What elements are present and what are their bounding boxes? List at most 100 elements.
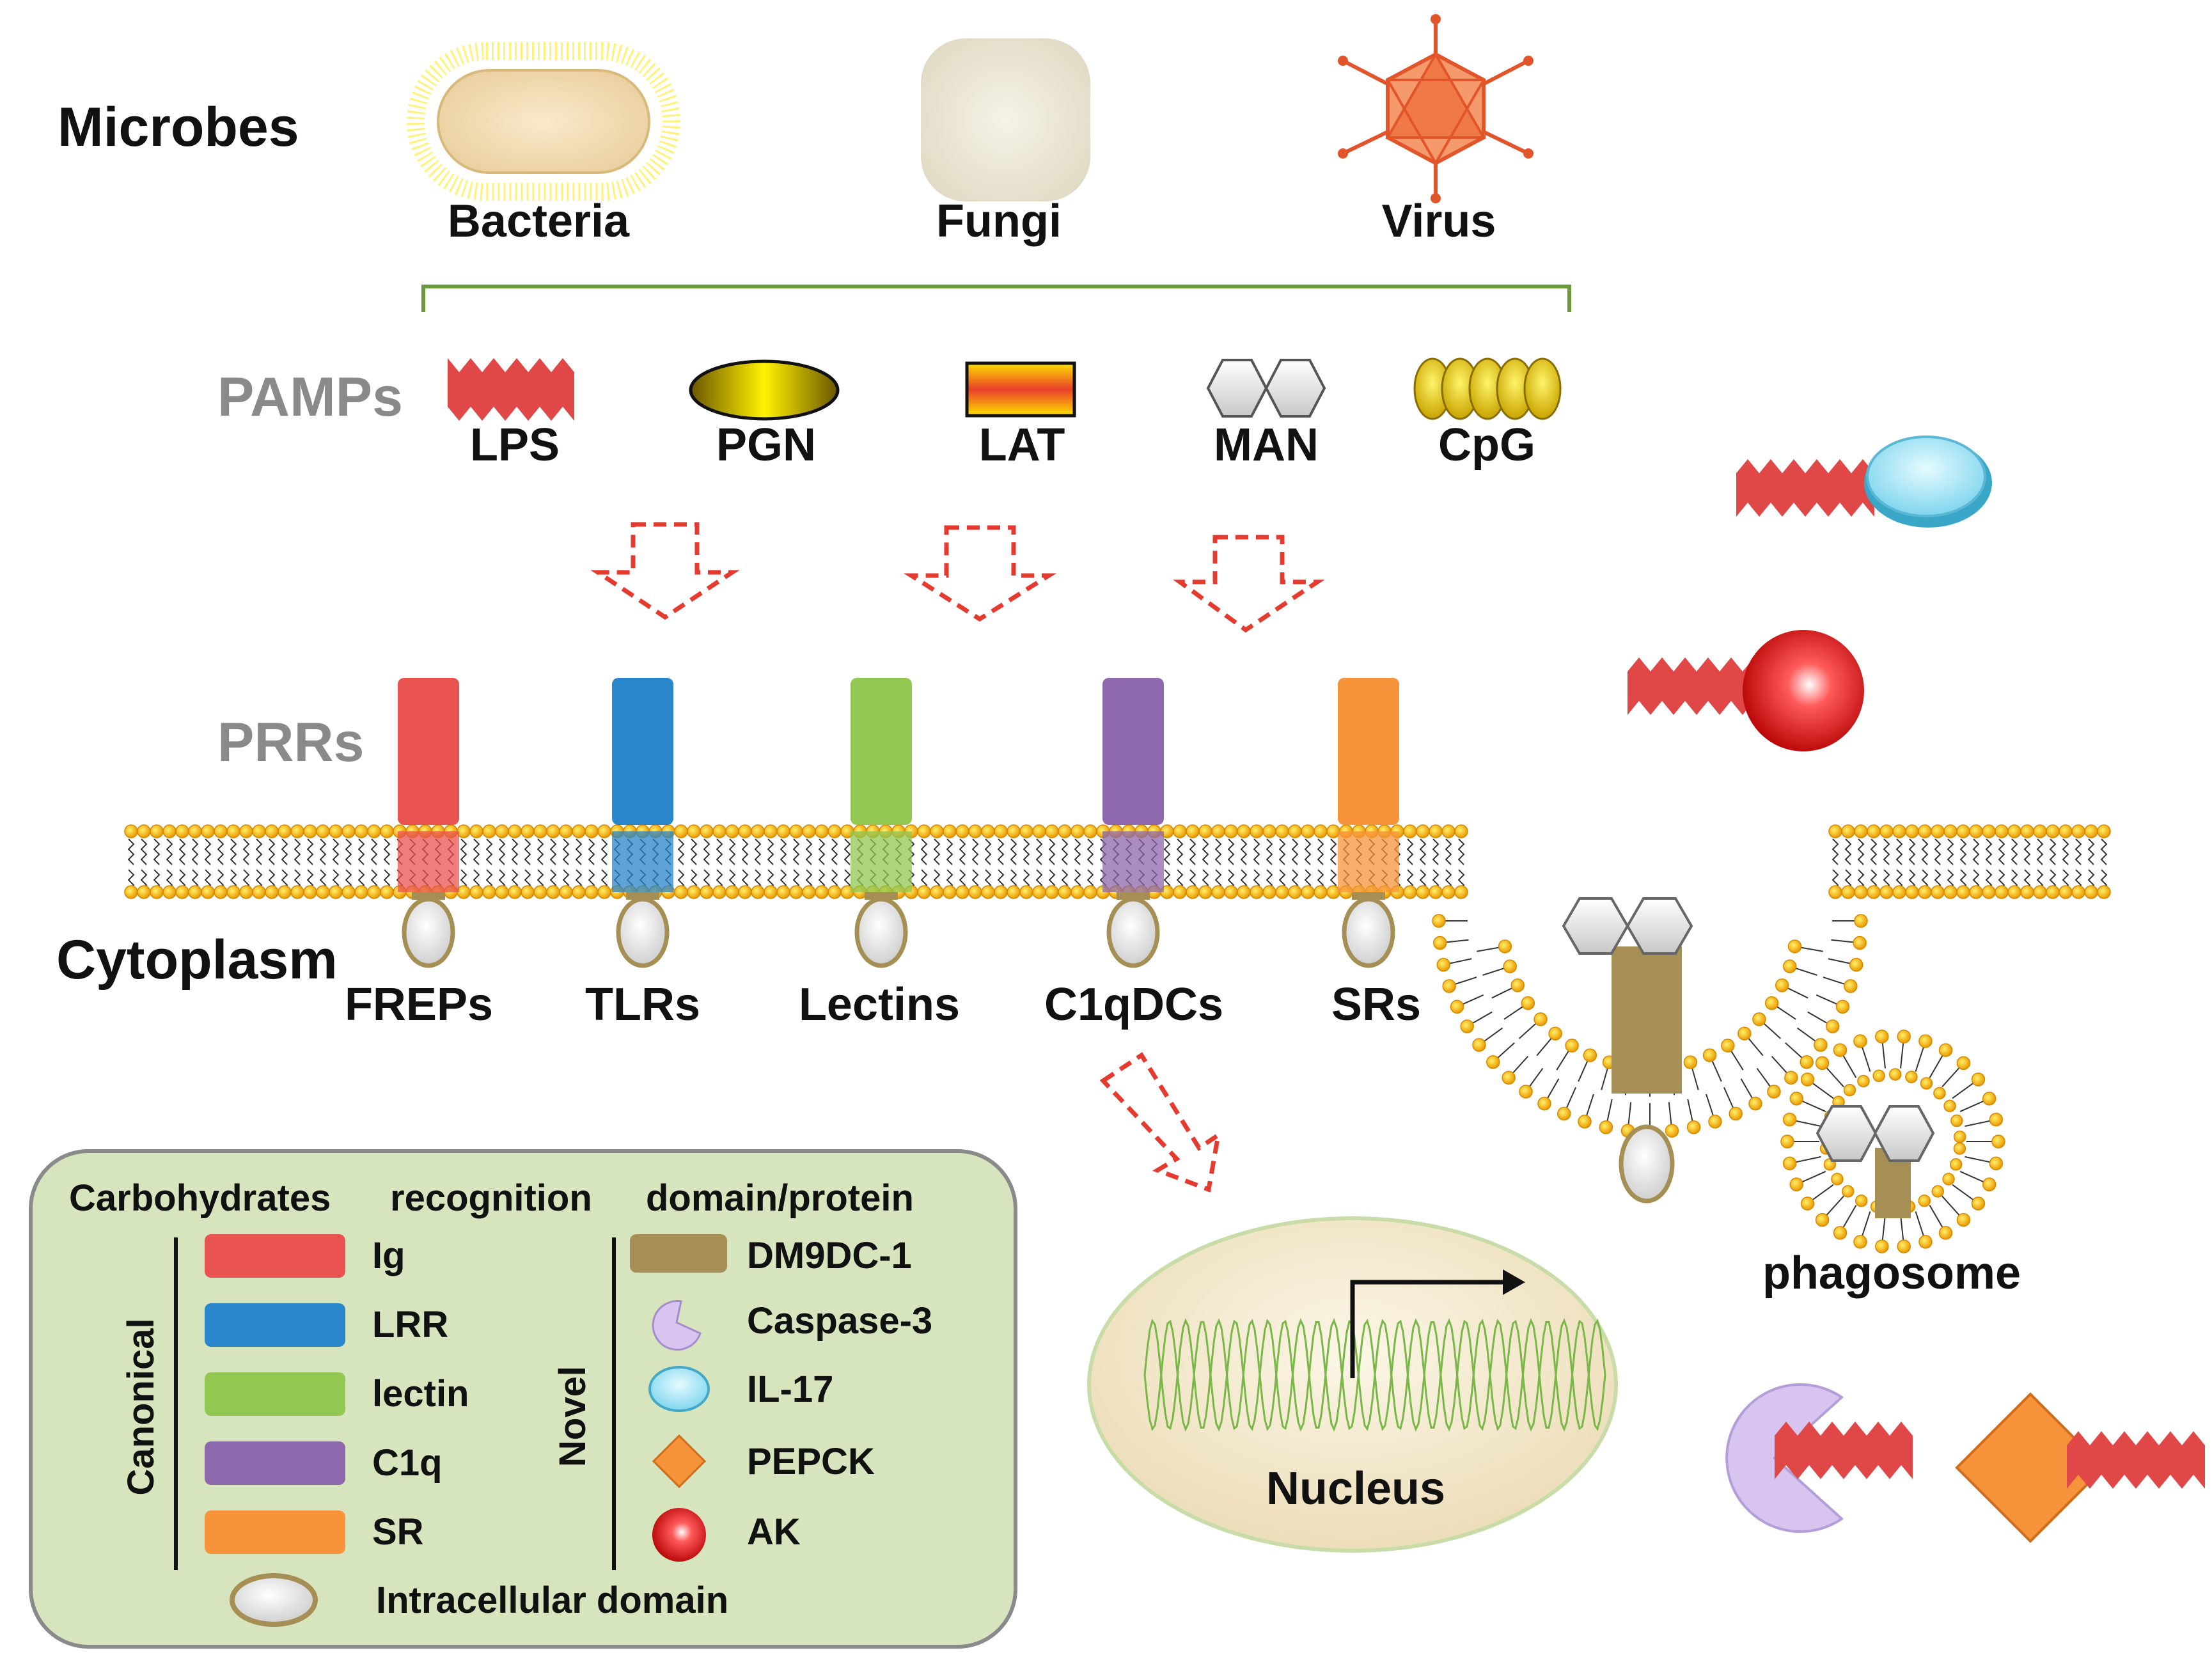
lipid-head [214,885,228,899]
microbes-label: Microbes [58,97,299,158]
lipid-tail [1317,838,1324,865]
lipid-head [1789,1092,1804,1106]
lipid-tail [1895,838,1903,865]
lipid-head [815,824,829,838]
lipid-head [1841,885,1855,899]
lipid-head [1237,885,1251,899]
lipid-head [1828,885,1842,899]
lipid-tail [319,838,327,865]
down-arrow-1 [590,522,740,620]
lipid-head [1186,824,1200,838]
lipid-head [1953,1130,1966,1143]
receptor-label-freps: FREPs [345,979,493,1030]
lipid-head [1032,885,1046,899]
lipid-head [1854,914,1868,928]
lipid-head [802,824,816,838]
lipid-tail [920,838,928,865]
lipid-head [1441,885,1455,899]
legend-canonical-swatches [205,1234,345,1554]
legend-swatch-lectin [205,1372,345,1416]
lipid-head [2033,885,2047,899]
lipid-tail [511,838,519,865]
lipid-tail [357,838,365,865]
down-arrow-2 [903,525,1057,622]
lipid-head [2059,824,2073,838]
lipid-head [1533,1012,1548,1026]
pamp-label-man: MAN [1214,420,1319,471]
lipid-head [239,885,253,899]
lipid-head [1982,1177,1996,1191]
intracellular-domain [616,897,670,968]
phagosome [1780,1030,2005,1253]
lipid-head [508,885,522,899]
man-ligand [1873,1105,1935,1162]
lipid-head [1198,824,1212,838]
lipid-head [1905,885,1919,899]
lipid-tail [1266,838,1273,865]
man-ligand [1562,897,1629,955]
lipid-head [1953,1142,1966,1155]
intracellular-domain [854,897,908,968]
lipid-head [1931,824,1945,838]
lipid-head [290,885,304,899]
lipid-head [981,885,995,899]
lipid-head [1683,1055,1698,1069]
legend-box [29,1149,1017,1649]
lipid-head [1995,885,2009,899]
lipid-tail [792,838,800,865]
lipid-head [1686,1120,1701,1134]
lps-icon [448,358,574,421]
lipid-head [533,824,547,838]
lipid-tail [1947,838,1954,865]
lipid-head [303,885,317,899]
lipid-head [1460,1019,1474,1033]
prr-receptors [398,678,1399,968]
lipid-head [725,824,739,838]
lipid-head [1897,1239,1911,1253]
lipid-head [1892,885,1906,899]
lipid-head [316,885,330,899]
lipid-head [559,885,573,899]
lipid-head [789,824,803,838]
lipid-head [354,824,368,838]
lipid-head [1943,1099,1956,1113]
lipid-head [1510,978,1525,992]
lat-icon [965,361,1076,418]
lipid-head [1942,1172,1955,1186]
lipid-head [1982,824,1996,838]
lipid-tail [485,838,493,865]
lipid-head [341,885,356,899]
legend-novel-label: Novel [552,1366,593,1467]
lipid-tail [230,838,237,865]
lipid-head [1918,1235,1933,1249]
lipid-head [546,824,560,838]
lipid-tail [2023,838,2031,865]
lipid-head [1211,885,1225,899]
lipid-head [290,824,304,838]
lipid-head [981,824,995,838]
receptor-c1qdcs [1102,678,1164,968]
lipid-head [226,885,240,899]
lipid-tail [767,838,774,865]
lipid-tail [2100,838,2108,865]
lipid-head [994,885,1008,899]
legend-swatch-dm9dc1 [630,1234,727,1273]
intracellular-domain [1106,897,1160,968]
intracellular-domain [1342,897,1395,968]
lipid-tail [1908,838,1916,865]
lipid-head [751,885,765,899]
lipid-head [1521,996,1535,1010]
lipid-head [1841,824,1855,838]
lipid-head [2084,885,2098,899]
legend-canonical-sr: SR [372,1511,424,1553]
lipid-head [546,885,560,899]
lipid-head [943,885,957,899]
legend-novel-il17: IL-17 [747,1369,833,1410]
lipid-head [201,824,215,838]
lipid-head [1737,1026,1752,1040]
lipid-head [572,824,586,838]
lipid-head [2020,824,2034,838]
receptor-label-c1qdcs: C1qDCs [1044,979,1223,1030]
lipid-head [917,824,931,838]
lipid-tail [1074,838,1081,865]
